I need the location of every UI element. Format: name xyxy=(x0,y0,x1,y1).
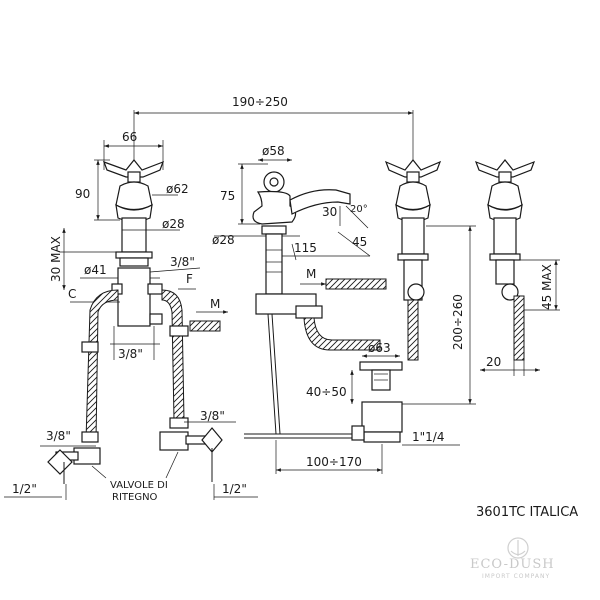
spout-side-view: ø58 75 30 20° ø28 115 45 xyxy=(212,144,387,439)
dim-66: 66 xyxy=(122,130,137,144)
dim-12-left: 1/2" xyxy=(12,482,37,496)
eco-dush-watermark: ECO-DUSH IMPORT COMPANY xyxy=(470,537,555,580)
dim-62: ø62 xyxy=(166,182,189,196)
dim-28-mid: ø28 xyxy=(212,233,235,247)
dim-28-left: ø28 xyxy=(162,217,185,231)
dim-100-170: 100÷170 xyxy=(306,455,362,469)
dim-40-50: 40÷50 xyxy=(306,385,347,399)
dimension-190-250: 190÷250 xyxy=(133,95,414,160)
dim-angle: 20° xyxy=(350,204,368,215)
dim-12-right: 1/2" xyxy=(222,482,247,496)
watermark-sub: IMPORT COMPANY xyxy=(482,573,550,580)
dim-30max: 30 MAX xyxy=(49,236,63,282)
right-valve-and-drain: 200÷260 ø63 40÷50 1"1/4 100÷170 xyxy=(275,159,476,474)
left-valve-front-view: 66 90 ø62 ø28 30 MAX ø41 3/8" xyxy=(4,130,258,503)
dim-C: C xyxy=(68,287,76,301)
dim-M-left: M xyxy=(210,297,220,311)
right-valve-side-view: 45 MAX 20 xyxy=(474,159,560,376)
dim-1-14: 1"1/4 xyxy=(412,430,444,444)
dim-M-mid: M xyxy=(306,267,316,281)
dim-38-low: 3/8" xyxy=(46,429,71,443)
product-code: 3601TC ITALICA xyxy=(476,505,578,520)
dim-38-mid: 3/8" xyxy=(118,347,143,361)
dim-90: 90 xyxy=(75,187,90,201)
dim-30-spout: 30 xyxy=(322,205,337,219)
dim-58: ø58 xyxy=(262,144,285,158)
dim-41: ø41 xyxy=(84,263,107,277)
valve-label-line1: VALVOLE DI xyxy=(110,480,168,491)
dim-63: ø63 xyxy=(368,341,391,355)
dim-45max: 45 MAX xyxy=(540,264,554,310)
watermark-name: ECO-DUSH xyxy=(470,557,555,572)
dim-75: 75 xyxy=(220,189,235,203)
dim-115: 115 xyxy=(294,241,317,255)
dim-45: 45 xyxy=(352,235,367,249)
valve-label-line2: RITEGNO xyxy=(112,492,158,503)
dim-200-260: 200÷260 xyxy=(451,294,465,350)
dim-20: 20 xyxy=(486,355,501,369)
dim-F: F xyxy=(186,272,193,286)
dim-label: 190÷250 xyxy=(232,95,288,109)
dim-38-right: 3/8" xyxy=(200,409,225,423)
dim-38-top: 3/8" xyxy=(170,255,195,269)
